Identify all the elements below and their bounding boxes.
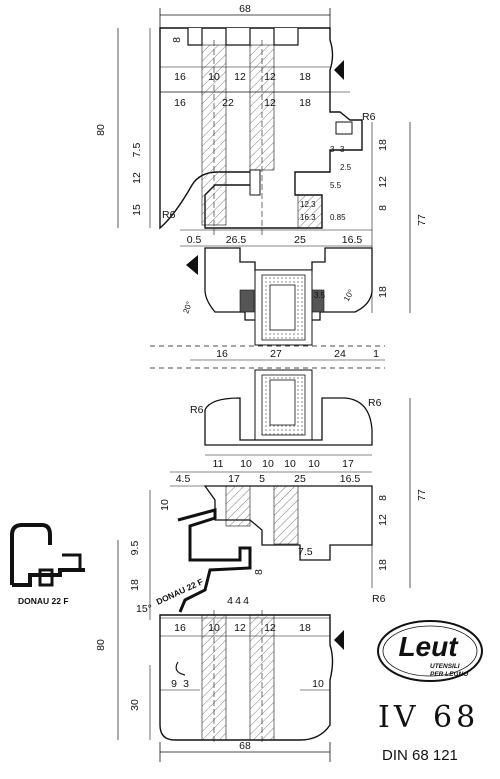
b-right-height-c: 8: [377, 495, 389, 501]
b-right-height-total: 77: [416, 489, 428, 501]
b-right-height-a: 18: [377, 559, 389, 571]
right-height-total: 77: [416, 214, 428, 226]
b-left-height-c: 18: [129, 579, 141, 591]
brand-tagline: UTENSILI: [430, 663, 460, 670]
small-dim: 16.3: [300, 213, 316, 222]
b-row3-dim: 12: [234, 622, 246, 634]
b-small-dim: 4: [227, 595, 233, 607]
right-height-d: 18: [377, 286, 389, 298]
top-sash-profile: 68 16 10 12 12 18 16 22 12 18 80: [95, 3, 428, 369]
b-row3-dim: 18: [299, 622, 311, 634]
b-row2-dim: 5: [259, 473, 265, 485]
left-height-d: 15: [131, 204, 143, 216]
b-row1-dim: 11: [213, 458, 224, 470]
radius-label: R6: [190, 404, 204, 416]
b-row3-dim: 12: [264, 622, 276, 634]
b-row1-dim: 10: [308, 458, 320, 470]
angle-label: 20°: [181, 300, 194, 314]
small-dim: 3: [340, 145, 345, 154]
radius-label: R6: [362, 111, 376, 123]
right-height-b: 12: [377, 176, 389, 188]
b-row3-dim: 10: [208, 622, 220, 634]
row1-dim: 12: [234, 71, 246, 83]
small-dim: 3: [330, 145, 335, 154]
b-right-height-b: 12: [377, 514, 389, 526]
bottom-frame-profile: R6 R6 11 10 10 10 10 17 4.5 17 5 25 16.5…: [95, 369, 428, 762]
left-height-b: 7.5: [131, 143, 143, 158]
brand-logo: Leut UTENSILI PER LEGNO: [377, 620, 483, 682]
triangle-marker-icon: [186, 255, 198, 275]
row4-dim: 27: [270, 348, 282, 360]
b-bottom-dim: 10: [312, 678, 324, 690]
row2-dim: 16: [174, 97, 186, 109]
triangle-marker-icon: [334, 60, 344, 80]
row3-dim: 0.5: [187, 234, 202, 246]
left-height-c: 12: [131, 172, 143, 184]
b-bottom-dim: 30: [129, 699, 141, 711]
b-left-angle: 15°: [136, 603, 152, 615]
brand-tagline: PER LEGNO: [430, 671, 468, 678]
row2-dim: 18: [299, 97, 311, 109]
standard-label: DIN 68 121: [382, 747, 458, 764]
b-row2-dim: 17: [228, 473, 240, 485]
b-left-total: 80: [95, 639, 107, 651]
row3-dim: 16.5: [342, 234, 363, 246]
radius-label: R6: [162, 209, 176, 221]
b-left-height-b: 9.5: [129, 541, 141, 556]
b-row1-dim: 17: [342, 458, 354, 470]
b-bottom-dim: 3: [183, 678, 189, 690]
width-top-dim: 68: [239, 3, 251, 15]
b-row1-dim: 10: [284, 458, 296, 470]
b-row3-dim: 16: [174, 622, 186, 634]
row4-dim: 1: [373, 348, 379, 360]
b-row2-dim: 25: [294, 473, 306, 485]
model-name: IV 68: [378, 700, 479, 735]
b-row2-dim: 4.5: [176, 473, 191, 485]
row3-dim: 26.5: [226, 234, 247, 246]
b-row1-dim: 10: [240, 458, 252, 470]
triangle-marker-icon: [334, 630, 344, 650]
b-small-dim: 4: [235, 595, 241, 607]
profile-label-small: DONAU 22 F: [155, 576, 205, 606]
b-small-dim: 8: [253, 569, 265, 575]
row1-dim: 12: [264, 71, 276, 83]
right-height-c: 8: [377, 205, 389, 211]
glass-dim: 3.5: [314, 291, 326, 300]
small-dim: 5.5: [330, 181, 342, 190]
b-row2-dim: 16.5: [340, 473, 361, 485]
row4-dim: 24: [334, 348, 346, 360]
row1-dim: 18: [299, 71, 311, 83]
left-height-a: 8: [171, 37, 183, 43]
small-dim: 12.3: [300, 200, 316, 209]
donau-profile-detail: DONAU 22 F: [10, 523, 85, 606]
profile-label: DONAU 22 F: [18, 596, 69, 606]
row4-dim: 16: [216, 348, 228, 360]
b-bottom-dim: 9: [171, 678, 177, 690]
small-dim: 0.85: [330, 213, 346, 222]
row1-dim: 16: [174, 71, 186, 83]
small-dim: 2.5: [340, 163, 352, 172]
b-small-dim: 7.5: [298, 546, 313, 558]
row2-dim: 12: [264, 97, 276, 109]
row3-dim: 25: [294, 234, 306, 246]
width-bottom-dim: 68: [239, 740, 251, 752]
radius-label: R6: [372, 593, 386, 605]
b-left-height-a: 10: [159, 499, 171, 511]
right-height-a: 18: [377, 139, 389, 151]
row1-dim: 10: [208, 71, 220, 83]
radius-label: R6: [368, 397, 382, 409]
left-height-total: 80: [95, 124, 107, 136]
row2-dim: 22: [222, 97, 234, 109]
b-row1-dim: 10: [262, 458, 274, 470]
b-small-dim: 4: [243, 595, 249, 607]
brand-wordmark: Leut: [398, 631, 459, 662]
